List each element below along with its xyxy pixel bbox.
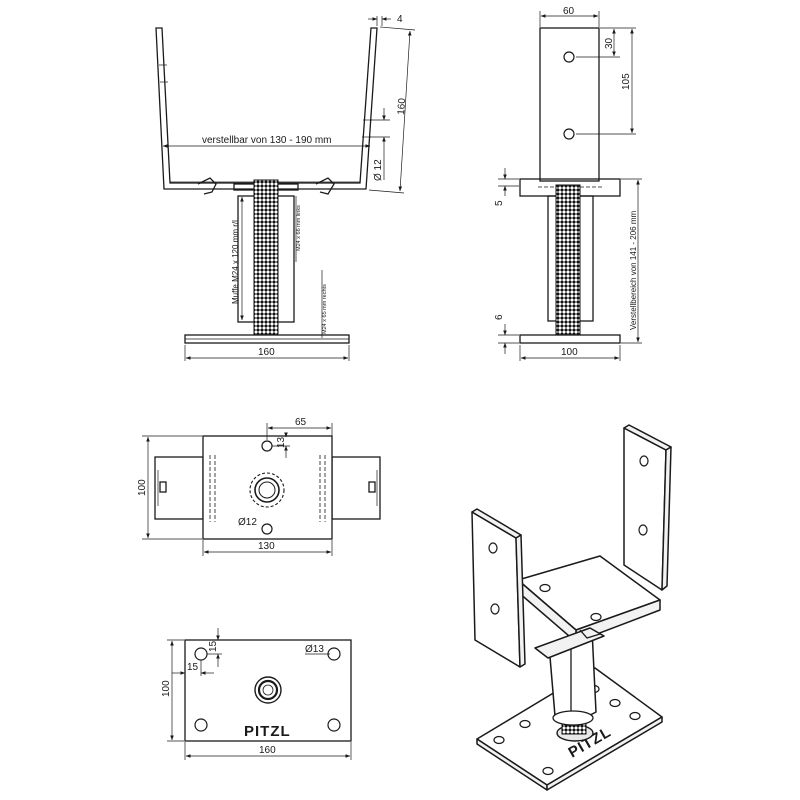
top-sleeve-outline: [249, 472, 285, 508]
iso-base-hole-3: [542, 766, 554, 776]
side-dim-base-width: 100: [561, 347, 578, 358]
side-dim-base-thickness: 6: [494, 314, 505, 320]
side-base-plate: [519, 334, 621, 344]
iso-saddle-hole-1: [539, 583, 551, 593]
top-hole-lower: [261, 523, 273, 535]
base-dim-hole-y: 15: [208, 640, 219, 652]
side-flange: [539, 27, 600, 182]
base-hole-tl: [194, 647, 208, 661]
top-dim-hole: Ø12: [238, 517, 257, 528]
front-flange-hole-marks: [159, 64, 372, 138]
side-view: 60 30 105 5 Verstellbereich von 141 - 20…: [494, 6, 642, 361]
front-threaded-rod: [253, 179, 279, 339]
iso-view: PITZL: [471, 424, 672, 791]
top-view: 65 13 100 Ø12 130: [137, 417, 381, 556]
side-dim-hole-spacing: 105: [621, 73, 632, 90]
top-hole-upper: [261, 440, 273, 452]
side-hole-top: [563, 51, 575, 63]
top-dim-depth: 100: [137, 479, 148, 496]
front-view: 4 160 verstellbar von 130 - 190 mm Ø 12 …: [155, 14, 416, 361]
side-dim-saddle-thickness: 5: [494, 200, 505, 206]
front-saddle-tab-right: [315, 177, 335, 195]
front-dim-thickness: 4: [397, 14, 403, 25]
side-dim-width: 60: [563, 6, 575, 17]
base-dim-width: 160: [259, 745, 276, 756]
iso-flange-back: [623, 427, 667, 591]
front-label-sleeve: Muffe M24 x 120 mm r/l: [231, 220, 240, 304]
top-dim-hole-edge: 13: [276, 436, 287, 448]
iso-flange-back-hole-top: [639, 455, 649, 467]
base-hole-bl: [194, 718, 208, 732]
top-dim-width: 130: [258, 541, 275, 552]
base-dim-hole-x: 15: [187, 662, 199, 673]
iso-base-hole-5: [629, 711, 641, 721]
iso-base-hole-2: [519, 719, 531, 729]
front-dim-hole: Ø 12: [373, 159, 384, 181]
iso-flange-front-hole-bottom: [490, 603, 500, 615]
iso-saddle-hole-2: [590, 612, 602, 622]
side-hole-bottom: [563, 128, 575, 140]
base-hole-br: [327, 718, 341, 732]
front-saddle-outline: [155, 27, 378, 190]
side-label-adjust-range: Verstellbereich von 141 - 206 mm: [629, 210, 638, 330]
front-dim-height: 160: [396, 97, 408, 115]
top-dim-hole-x: 65: [295, 417, 307, 428]
top-flange-left: [154, 456, 204, 520]
iso-flange-front-hole-top: [488, 542, 498, 554]
top-flange-right: [331, 456, 381, 520]
front-label-adjustable: verstellbar von 130 - 190 mm: [202, 135, 332, 146]
front-label-thread-right: M24 x 65 mm rechts: [322, 284, 328, 334]
side-threaded-rod: [555, 184, 581, 336]
base-dim-hole: Ø13: [305, 644, 324, 655]
front-dim-base-width: 160: [258, 347, 275, 358]
iso-base-hole-6: [609, 698, 621, 708]
base-brand: PITZL: [244, 723, 291, 740]
iso-flange-back-hole-bottom: [638, 524, 648, 536]
front-saddle-tab-left: [197, 177, 217, 195]
front-label-thread-left: M24 x 66 mm links: [296, 205, 302, 251]
iso-base-hole-1: [493, 735, 505, 745]
side-dim-hole-offset: 30: [604, 37, 615, 49]
base-dim-depth: 100: [161, 680, 172, 697]
base-view: PITZL 15 15 Ø13 100 160: [161, 628, 352, 760]
